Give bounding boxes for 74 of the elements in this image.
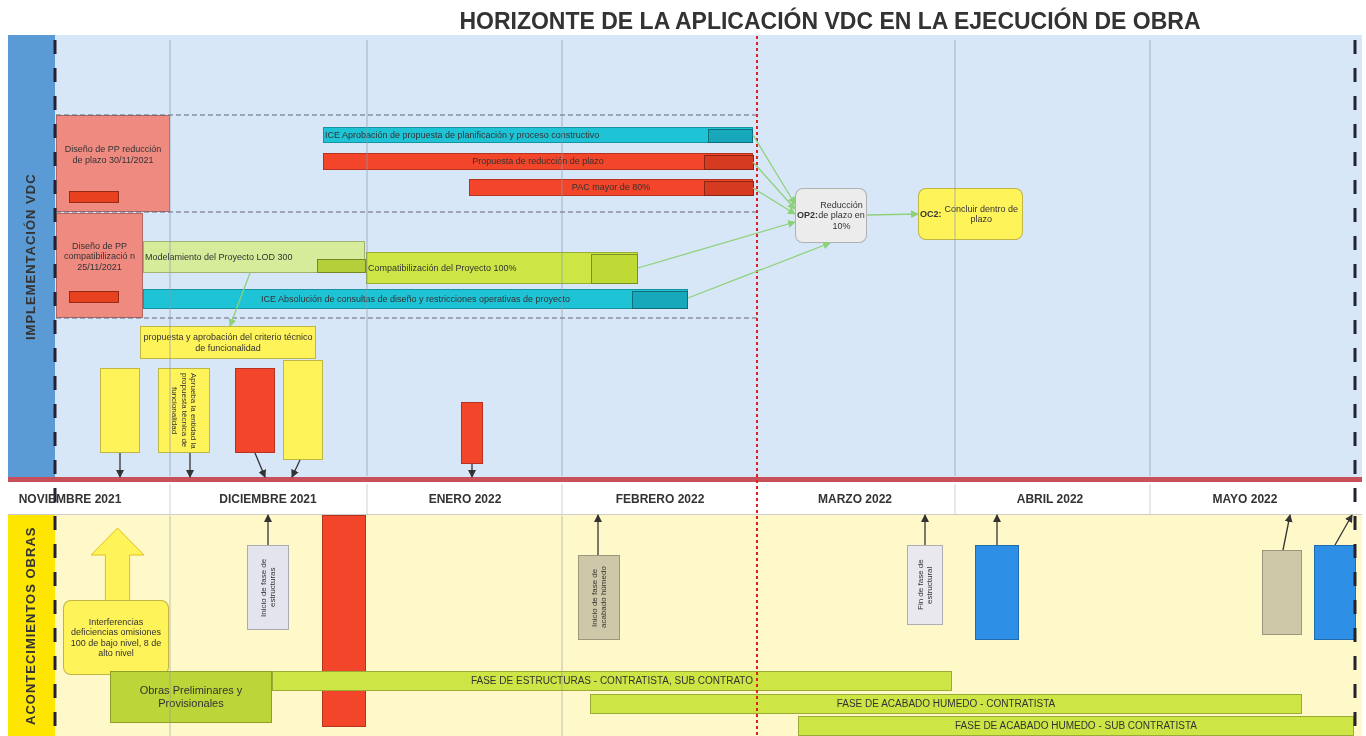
- event-note: [975, 545, 1019, 640]
- arrow: [291, 459, 301, 478]
- task-label: Modelamiento del Proyecto LOD 300: [145, 251, 294, 263]
- milestone-note: [461, 402, 483, 464]
- objective-box: OP2: Reducción de plazo en 10%: [795, 188, 867, 243]
- month-label: DICIEMBRE 2021: [218, 492, 318, 506]
- swimlane-panel: [8, 515, 1362, 736]
- arrow: [1282, 514, 1293, 551]
- month-label: NOVIEMBRE 2021: [17, 492, 123, 506]
- event-note: Fin de fase de estructural: [907, 545, 943, 625]
- status-tag: [69, 291, 119, 303]
- phase-bar: FASE DE ACABADO HUMEDO - SUB CONTRATISTA: [798, 716, 1354, 736]
- diagram-title: HORIZONTE DE LA APLICACIÓN VDC EN LA EJECUCIÓN DE OBRA: [458, 8, 1202, 35]
- task-label: Propuesta de reducción de plazo: [472, 156, 604, 167]
- task-bar: [469, 179, 753, 196]
- note-box: propuesta y aprobación del criterio técnico de funcionalidad: [140, 326, 316, 359]
- lane-title: ACONTECIMIENTOS OBRAS: [8, 515, 55, 736]
- task-label: PAC mayor de 80%: [571, 182, 651, 193]
- status-tag: [591, 254, 638, 284]
- arrow: [254, 452, 266, 478]
- month-label: ABRIL 2022: [1015, 492, 1085, 506]
- phase-bar: FASE DE ESTRUCTURAS - CONTRATISTA, SUB CONTRATO: [272, 671, 952, 691]
- arrow: [752, 187, 796, 215]
- milestone-note: [235, 368, 275, 453]
- status-tag: [704, 155, 754, 170]
- milestone-note: Aprueba la entidad la propuesta técnica de funcionalidad: [158, 368, 210, 453]
- arrow: [921, 514, 929, 546]
- task-bar: [323, 127, 753, 143]
- event-note: Inicio de fase de estructuras: [247, 545, 289, 630]
- arrow: [594, 514, 602, 556]
- milestone-note: [100, 368, 140, 453]
- status-tag: [632, 291, 688, 309]
- swimlane-panel: [8, 35, 1362, 478]
- month-label: MARZO 2022: [817, 492, 893, 506]
- event-note: [1262, 550, 1302, 635]
- month-label: ENERO 2022: [427, 492, 503, 506]
- task-bar: [143, 289, 688, 309]
- task-box: [56, 115, 170, 212]
- month-label: MAYO 2022: [1211, 492, 1279, 506]
- phase-bar: Obras Preliminares y Provisionales: [110, 671, 272, 723]
- status-tag: [69, 191, 119, 203]
- task-box: [56, 213, 143, 318]
- event-bar: [322, 515, 366, 727]
- task-bar: [366, 252, 638, 284]
- task-bar: [323, 153, 753, 170]
- task-label: Diseño de PP compatibilizació n 25/11/2021: [62, 241, 136, 272]
- task-label: ICE Aprobación de propuesta de planificación y proceso constructivo: [325, 129, 601, 141]
- arrow: [637, 220, 796, 269]
- arrow: [866, 210, 919, 219]
- arrow: [468, 463, 476, 478]
- arrow: [752, 161, 796, 210]
- task-label: Compatibilización del Proyecto 100%: [368, 262, 518, 274]
- event-note: Inicio de fase de acabado húmedo: [578, 555, 620, 640]
- status-tag: [704, 181, 754, 196]
- task-label: Diseño de PP reducción de plazo 30/11/2021: [63, 144, 163, 165]
- month-label: FEBRERO 2022: [614, 492, 706, 506]
- status-tag: [708, 129, 753, 143]
- arrow: [228, 272, 251, 327]
- status-tag: [317, 259, 366, 273]
- arrow: [1334, 514, 1353, 546]
- phase-bar: FASE DE ACABADO HUMEDO - CONTRATISTA: [590, 694, 1302, 714]
- arrow: [687, 241, 831, 299]
- arrow: [186, 452, 194, 478]
- task-bar: [143, 241, 365, 273]
- note-box: Interferencias deficiencias omisiones 100 de bajo nivel, 8 de alto nivel: [63, 600, 169, 675]
- lane-title: IMPLEMENTACIÓN VDC: [8, 35, 55, 478]
- event-note: [1314, 545, 1356, 640]
- block-arrow: [90, 527, 145, 602]
- task-label: ICE Absolución de consultas de diseño y restricciones operativas de proyecto: [260, 293, 571, 305]
- arrow: [993, 514, 1001, 546]
- milestone-note: [283, 360, 323, 460]
- arrow: [752, 134, 796, 205]
- arrow: [264, 514, 272, 546]
- arrow: [116, 452, 124, 478]
